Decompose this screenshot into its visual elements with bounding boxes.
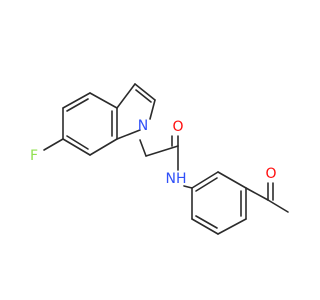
molecule-structure: F N O NH O [30, 83, 289, 235]
bond [183, 185, 193, 189]
bond [195, 177, 218, 192]
acetyl-oxygen-label: O [265, 166, 276, 182]
bond [149, 99, 156, 120]
amide-nitrogen-label: NH [166, 171, 187, 187]
bond [89, 138, 118, 156]
bonds [43, 83, 289, 235]
bond [89, 92, 118, 109]
bond [191, 218, 219, 235]
bond [139, 139, 147, 157]
bond [145, 145, 179, 157]
bond [62, 92, 91, 109]
bond [66, 135, 89, 150]
bond [217, 218, 247, 235]
amide-oxygen-label: O [172, 119, 183, 135]
fluorine-label: F [30, 148, 38, 164]
bond [135, 89, 152, 103]
bond [195, 215, 218, 229]
bond [62, 138, 91, 156]
bond [134, 83, 156, 101]
bond [245, 187, 269, 201]
bond [116, 129, 141, 140]
indole-nitrogen-label: N [138, 118, 148, 134]
bond [267, 199, 289, 213]
bond [66, 98, 89, 112]
bond [191, 171, 219, 189]
bond [217, 171, 247, 189]
bond [116, 83, 136, 109]
atom-labels: F N O NH O [30, 118, 277, 187]
bond [43, 138, 64, 151]
